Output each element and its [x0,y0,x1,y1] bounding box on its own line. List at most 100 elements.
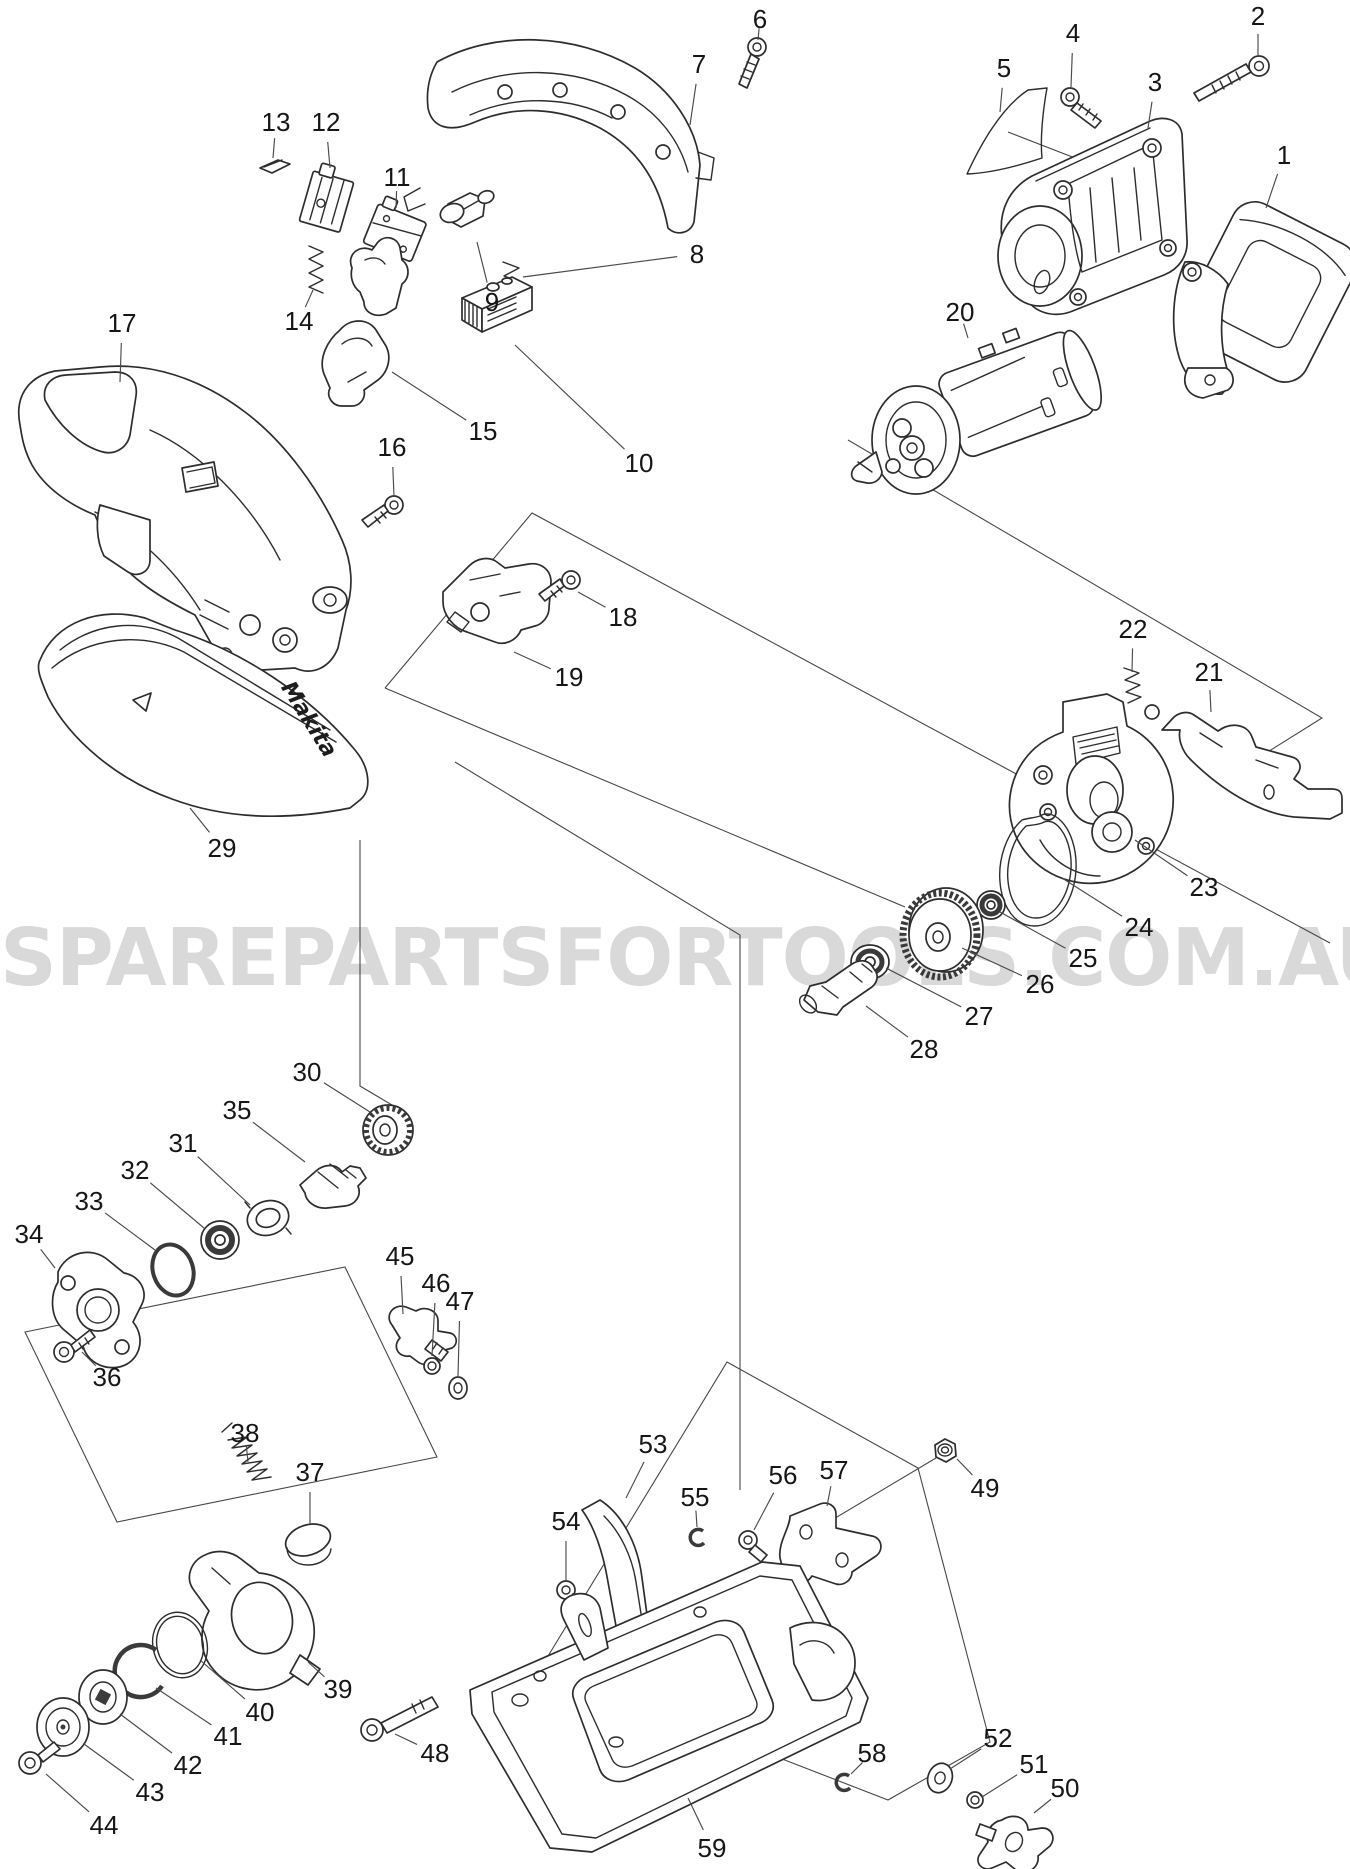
leader-line-52 [950,1749,981,1769]
part-35-adjust-bolt [300,1164,366,1208]
part-55-e-ring [690,1529,704,1545]
leader-line-43 [84,1744,134,1780]
leader-line-8 [523,257,677,277]
leader-line-56 [754,1493,774,1530]
part-52-washer [924,1760,957,1796]
leader-line-5 [1000,88,1002,112]
part-51-lock-washer [967,1792,983,1808]
part-15-lock-lever [322,238,408,406]
leader-line-40 [200,1660,245,1699]
leader-line-21 [1210,690,1211,712]
leader-line-38 [246,1446,248,1462]
leader-line-59 [688,1798,703,1830]
leader-line-34 [41,1249,55,1268]
part-50-wing-bolt [976,1816,1053,1869]
leader-line-53 [626,1462,644,1498]
construction-lines [25,132,1330,1800]
part-17-housing [19,366,351,671]
leader-line-14 [305,290,313,307]
leader-line-18 [578,592,606,607]
leader-line-57 [827,1486,831,1506]
part-48-bolt [361,1697,438,1741]
leader-line-6 [758,28,759,40]
leader-line-22 [1132,648,1133,672]
leader-line-48 [395,1734,417,1744]
part-31-ring [243,1195,293,1240]
part-37-sleeve [281,1519,334,1565]
part-14-spring [309,246,323,293]
leader-line-1 [1266,174,1278,208]
leader-line-19 [514,652,551,669]
part-46-lock-washer [424,1358,440,1374]
leader-line-29 [190,808,210,832]
leader-line-44 [46,1774,89,1812]
part-24-gasket [1000,814,1076,926]
part-19-pivot-bracket [443,559,551,644]
leader-line-24 [1062,878,1122,916]
part-7-handle-cover [404,40,714,233]
leader-line-31 [198,1157,250,1205]
part-28-spindle [796,961,877,1016]
leader-line-3 [1148,102,1152,128]
leader-line-12 [328,142,330,168]
leader-line-50 [1034,1799,1051,1813]
leader-line-30 [324,1083,370,1112]
part-26-gear [903,888,983,977]
leader-line-10 [515,345,625,449]
part-36-screw [54,1330,95,1362]
part-1-battery-cover [1174,194,1350,398]
leader-line-7 [690,84,696,125]
part-56-screw [739,1531,767,1562]
part-18-screw [539,571,580,601]
leader-line-4 [1071,53,1072,87]
part-30-clamp-knob [363,1105,413,1155]
part-47-washer [449,1377,467,1399]
leader-lines [41,28,1278,1830]
part-21-lever-plate [1162,713,1342,819]
part-39-safety-guard [189,1552,320,1690]
part-9-plunger [438,189,496,227]
leader-line-39 [308,1662,325,1677]
leader-line-36 [82,1352,96,1366]
leader-line-11 [396,191,397,208]
leader-line-23 [1135,840,1187,876]
leader-line-51 [982,1775,1017,1797]
watermark: SPAREPARTSFORTOOLS.COM.AU [0,912,1350,1004]
leader-line-45 [401,1276,403,1314]
part-4-screw [1061,88,1101,128]
part-25-bearing [977,891,1005,919]
leader-line-49 [957,1459,972,1475]
leader-line-15 [392,372,466,420]
part-34-bearing-box [53,1252,144,1367]
leader-line-58 [851,1762,863,1774]
part-3-motor-housing [998,118,1187,314]
part-42-inner-flange [79,1670,127,1724]
part-49-nut [935,1439,956,1462]
leader-line-20 [964,324,968,338]
leader-line-13 [273,138,275,158]
part-22-spring [1124,668,1141,703]
leader-line-35 [253,1122,305,1162]
leader-line-33 [105,1213,155,1250]
leader-line-27 [886,968,961,1007]
part-45-wing-knob [389,1306,456,1364]
part-5-name-plate [967,88,1047,174]
leader-line-16 [393,467,394,496]
part-40-ring [146,1606,214,1683]
part-59-base-plate [470,1562,868,1852]
leader-line-26 [962,948,1022,976]
leader-line-46 [432,1303,435,1356]
part-10-switch-base [462,277,532,332]
leader-line-25 [1000,912,1066,948]
leader-line-28 [866,1006,908,1037]
leader-line-42 [120,1714,172,1753]
part-13-clip [260,160,290,173]
part-16-screw [362,496,403,527]
part-44-bolt [19,1742,60,1774]
part-38-spring [222,1423,271,1480]
part-20-motor [852,308,1110,494]
part-58-e-ring [836,1774,850,1790]
leader-line-9 [477,242,487,283]
